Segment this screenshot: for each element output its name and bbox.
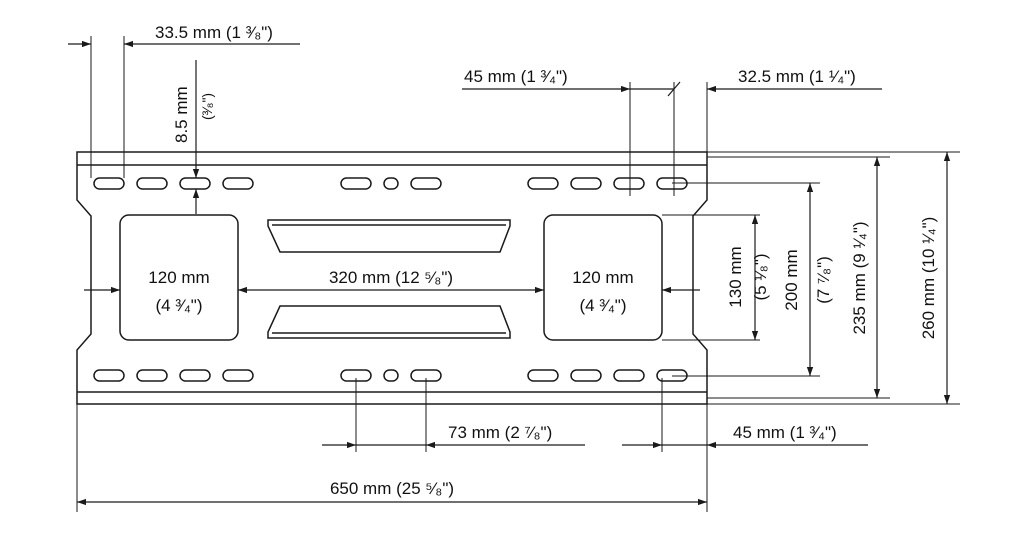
label-edge-offset-right: 32.5 mm (1 ¹⁄₄") [738,67,856,86]
slot [136,369,168,382]
label-cutout-left-width: 120 mm [148,268,209,287]
extension-lines [76,36,960,512]
label-plate-total-height: 260 mm (10 ¹⁄₄") [919,217,938,340]
label-slot-offset-top: 8.5 mm [172,86,191,143]
slot [222,177,254,190]
label-cutout-height: 130 mm [726,246,745,307]
cutout-left [119,214,239,341]
slot [570,177,602,190]
slot [383,177,399,190]
label-slot-row-spacing: 200 mm [782,249,801,310]
slot [222,369,254,382]
slot [527,177,559,190]
slot [570,369,602,382]
slot [136,177,168,190]
slot [527,369,559,382]
slot [93,177,125,190]
label-cutout-height-imperial: (5 ¹⁄₈") [751,253,770,300]
label-total-width: 650 mm (25 ⁵⁄₈") [330,479,454,498]
label-slot-row-spacing-imperial: (7 ⁷⁄₈") [814,256,833,304]
cutout-right [543,214,663,341]
dimension-lines [68,40,951,506]
handle-lower [267,305,511,339]
label-slot-spacing-right-lower: 45 mm (1 ³⁄₄") [733,423,837,442]
label-plate-inner-height: 235 mm (9 ¹⁄₄") [850,221,869,334]
slots [93,177,688,382]
slot [179,177,211,190]
label-slot-offset-top-imperial: (³⁄₈") [199,93,215,120]
dimension-labels: 33.5 mm (1 ³⁄₈") 8.5 mm (³⁄₈") 45 mm (1 … [148,23,938,498]
dim-tick [667,81,681,97]
label-slot-offset-left: 33.5 mm (1 ³⁄₈") [155,23,273,42]
label-cutout-left-width-imperial: (4 ³⁄₄") [156,296,203,315]
label-cutout-right-width: 120 mm [572,268,633,287]
slot [613,177,645,190]
label-center-slot-spacing: 73 mm (2 ⁷⁄₈") [448,423,552,442]
slot [340,177,372,190]
label-center-span: 320 mm (12 ⁵⁄₈") [329,268,453,287]
slot [93,369,125,382]
label-cutout-right-width-imperial: (4 ³⁄₄") [580,296,627,315]
slot [410,177,442,190]
slot [383,369,399,382]
cutouts [119,214,663,341]
slot [179,369,211,382]
slot [613,369,645,382]
label-slot-spacing-right-upper: 45 mm (1 ³⁄₄") [464,67,568,86]
handle-upper [267,219,511,253]
